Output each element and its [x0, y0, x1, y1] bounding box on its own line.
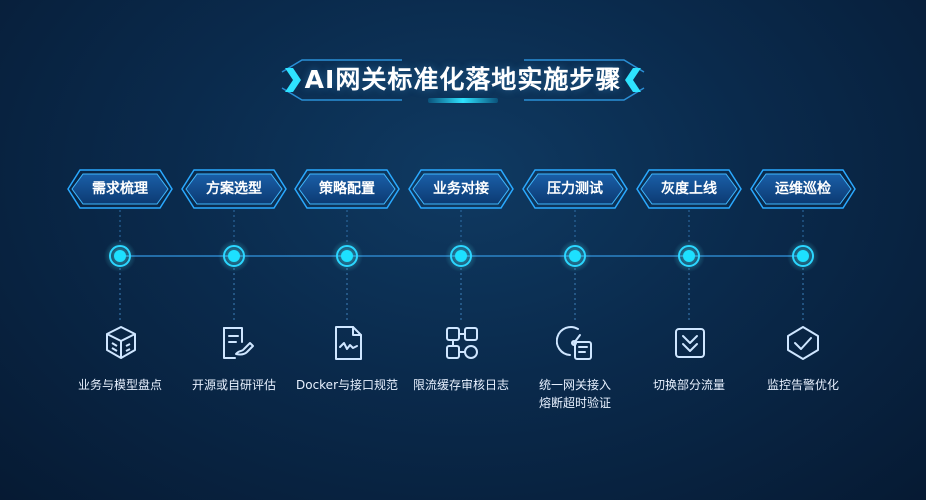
step-desc-5: 统一网关接入 熔断超时验证	[538, 378, 611, 410]
step-node	[683, 250, 695, 262]
gauge-device-icon	[556, 326, 592, 360]
step-badge	[298, 173, 396, 205]
step-node	[569, 250, 581, 262]
step-desc-6: 切换部分流量	[652, 378, 725, 392]
step-label-6: 灰度上线	[661, 181, 717, 197]
step-node-ring	[450, 245, 472, 267]
step-badge	[71, 173, 169, 205]
step-desc-4: 限流缓存审核日志	[412, 378, 509, 392]
page-title: AI网关标准化落地实施步骤	[304, 65, 622, 94]
document-wave-icon	[335, 326, 362, 360]
title-accent-bar	[428, 98, 498, 103]
step-node-ring	[109, 245, 131, 267]
step-node	[341, 250, 353, 262]
step-label-4: 业务对接	[433, 181, 489, 197]
double-chevron-down-icon	[675, 328, 705, 358]
step-badge-outline	[636, 169, 742, 209]
step-node	[114, 250, 126, 262]
title-frame	[281, 59, 645, 101]
step-badge-outline	[750, 169, 856, 209]
step-label-7: 运维巡检	[775, 181, 831, 197]
step-desc-3: Docker与接口规范	[295, 378, 399, 392]
step-desc-2: 开源或自研评估	[191, 378, 276, 392]
step-label-1: 需求梳理	[92, 181, 148, 197]
step-desc-1: 业务与模型盘点	[77, 378, 162, 392]
shield-check-icon	[787, 326, 819, 360]
step-badge	[640, 173, 738, 205]
step-node-ring	[678, 245, 700, 267]
step-badge-outline	[522, 169, 628, 209]
title-banner: AI网关标准化落地实施步骤	[0, 50, 926, 110]
cube-stack-icon	[106, 326, 136, 359]
step-badge-outline	[181, 169, 287, 209]
step-badge	[412, 173, 510, 205]
step-desc-7: 监控告警优化	[766, 378, 839, 392]
step-badge	[185, 173, 283, 205]
connected-blocks-icon	[446, 327, 478, 359]
step-badge	[526, 173, 624, 205]
step-node	[797, 250, 809, 262]
step-label-5: 压力测试	[547, 181, 603, 197]
step-node-ring	[792, 245, 814, 267]
step-badge-outline	[294, 169, 400, 209]
step-badge-outline	[408, 169, 514, 209]
step-badge	[754, 173, 852, 205]
step-label-2: 方案选型	[206, 181, 262, 197]
step-node	[228, 250, 240, 262]
step-node-ring	[564, 245, 586, 267]
step-node	[455, 250, 467, 262]
step-badge-outline	[67, 169, 173, 209]
step-label-3: 策略配置	[319, 181, 375, 197]
step-node-ring	[336, 245, 358, 267]
document-pen-icon	[223, 327, 254, 359]
step-node-ring	[223, 245, 245, 267]
